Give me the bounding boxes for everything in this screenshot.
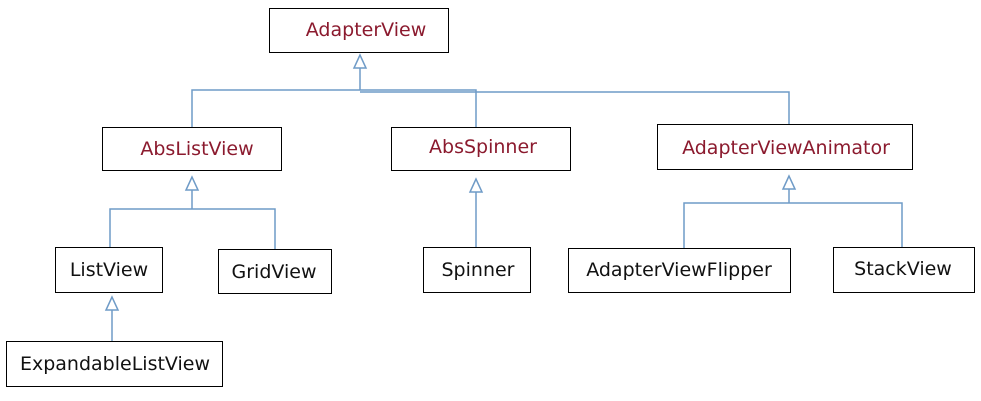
edge-adapter-view-animator-to-adapter-view <box>360 91 790 124</box>
connector-adapter-view-animator-children <box>683 174 903 248</box>
edge-stack-view-to-adapter-view-animator <box>789 202 903 247</box>
class-label-abs-spinner: AbsSpinner <box>429 136 537 158</box>
class-label-adapter-view-animator: AdapterViewAnimator <box>682 137 890 159</box>
class-label-list-view: ListView <box>70 259 148 281</box>
class-node-abs-list-view: AbsListView <box>102 127 282 171</box>
edge-list-view-to-abs-list-view <box>109 208 192 247</box>
edge-abs-list-view-to-adapter-view <box>191 89 360 127</box>
inheritance-arrow-list-view <box>104 295 120 311</box>
class-node-adapter-view: AdapterView <box>269 8 449 53</box>
class-label-abs-list-view: AbsListView <box>140 138 253 160</box>
class-node-adapter-view-animator: AdapterViewAnimator <box>657 124 913 170</box>
inheritance-arrow-adapter-view <box>352 53 368 69</box>
class-node-spinner: Spinner <box>423 247 531 293</box>
inheritance-arrow-abs-spinner <box>468 177 484 193</box>
class-label-stack-view: StackView <box>854 258 952 280</box>
connector-abs-spinner-children <box>468 177 484 247</box>
inheritance-arrow-abs-list-view <box>184 175 200 191</box>
class-node-expandable-list-view: ExpandableListView <box>6 341 223 387</box>
class-label-expandable-list-view: ExpandableListView <box>20 353 210 375</box>
edge-abs-spinner-to-adapter-view <box>360 89 477 127</box>
class-node-grid-view: GridView <box>218 249 332 294</box>
class-label-adapter-view: AdapterView <box>306 19 426 41</box>
class-label-adapter-view-flipper: AdapterViewFlipper <box>586 259 772 281</box>
inheritance-arrow-adapter-view-animator <box>781 174 797 190</box>
class-node-abs-spinner: AbsSpinner <box>391 127 571 171</box>
connector-list-view-children <box>104 295 120 341</box>
connector-adapter-view-children <box>191 53 790 127</box>
edge-grid-view-to-abs-list-view <box>192 208 276 249</box>
class-label-spinner: Spinner <box>442 259 515 281</box>
class-label-grid-view: GridView <box>232 261 317 283</box>
class-node-list-view: ListView <box>55 247 163 293</box>
class-node-adapter-view-flipper: AdapterViewFlipper <box>568 248 791 293</box>
edge-adapter-view-flipper-to-adapter-view-animator <box>683 202 789 248</box>
class-node-stack-view: StackView <box>833 247 975 293</box>
connector-abs-list-view-children <box>109 175 276 249</box>
